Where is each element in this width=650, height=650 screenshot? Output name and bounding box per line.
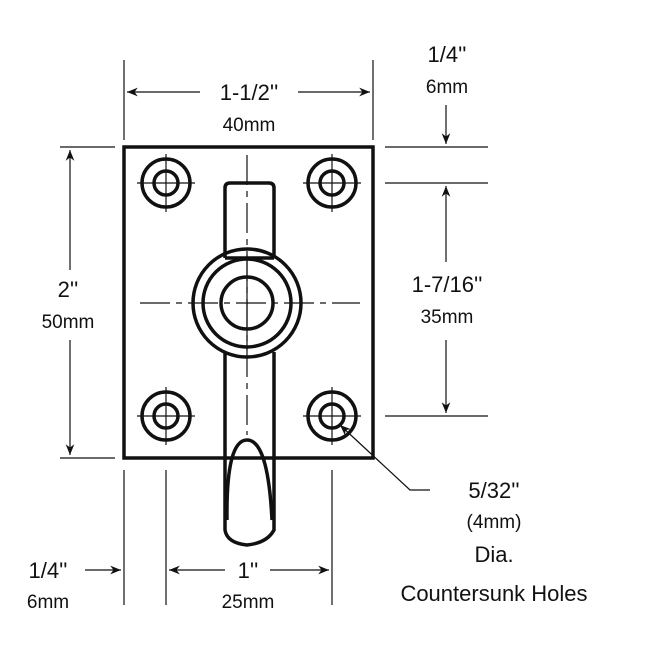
extension-lines bbox=[60, 60, 488, 605]
width-imperial-label: 1-1/2'' bbox=[220, 80, 279, 105]
top-offset-metric-label: 6mm bbox=[426, 77, 468, 98]
hole-top-right bbox=[303, 154, 361, 212]
hole-spacing-vertical-imperial-label: 1-7/16'' bbox=[412, 272, 483, 297]
height-imperial-label: 2'' bbox=[58, 277, 79, 302]
latch-handle bbox=[223, 181, 276, 547]
left-offset-imperial-label: 1/4'' bbox=[29, 558, 68, 583]
hole-bottom-left bbox=[137, 387, 195, 445]
top-offset-imperial-label: 1/4'' bbox=[428, 42, 467, 67]
hole-dia-label: Dia. bbox=[474, 542, 513, 567]
mounting-plate bbox=[122, 145, 375, 460]
hole-type-label: Countersunk Holes bbox=[400, 581, 587, 606]
dimension-arrows bbox=[65, 87, 451, 575]
width-metric-label: 40mm bbox=[223, 115, 276, 136]
countersunk-holes bbox=[137, 154, 361, 445]
hole-top-left bbox=[137, 154, 195, 212]
pivot-boss bbox=[191, 247, 303, 359]
hole-spacing-horizontal-imperial-label: 1'' bbox=[238, 558, 259, 583]
hole-size-imperial-label: 5/32'' bbox=[468, 478, 519, 503]
hole-bottom-right bbox=[303, 387, 361, 445]
height-metric-label: 50mm bbox=[42, 312, 95, 333]
left-offset-metric-label: 6mm bbox=[27, 592, 69, 613]
hole-size-metric-label: (4mm) bbox=[467, 512, 522, 533]
hole-spacing-horizontal-metric-label: 25mm bbox=[222, 592, 275, 613]
hole-spacing-vertical-metric-label: 35mm bbox=[421, 307, 474, 328]
